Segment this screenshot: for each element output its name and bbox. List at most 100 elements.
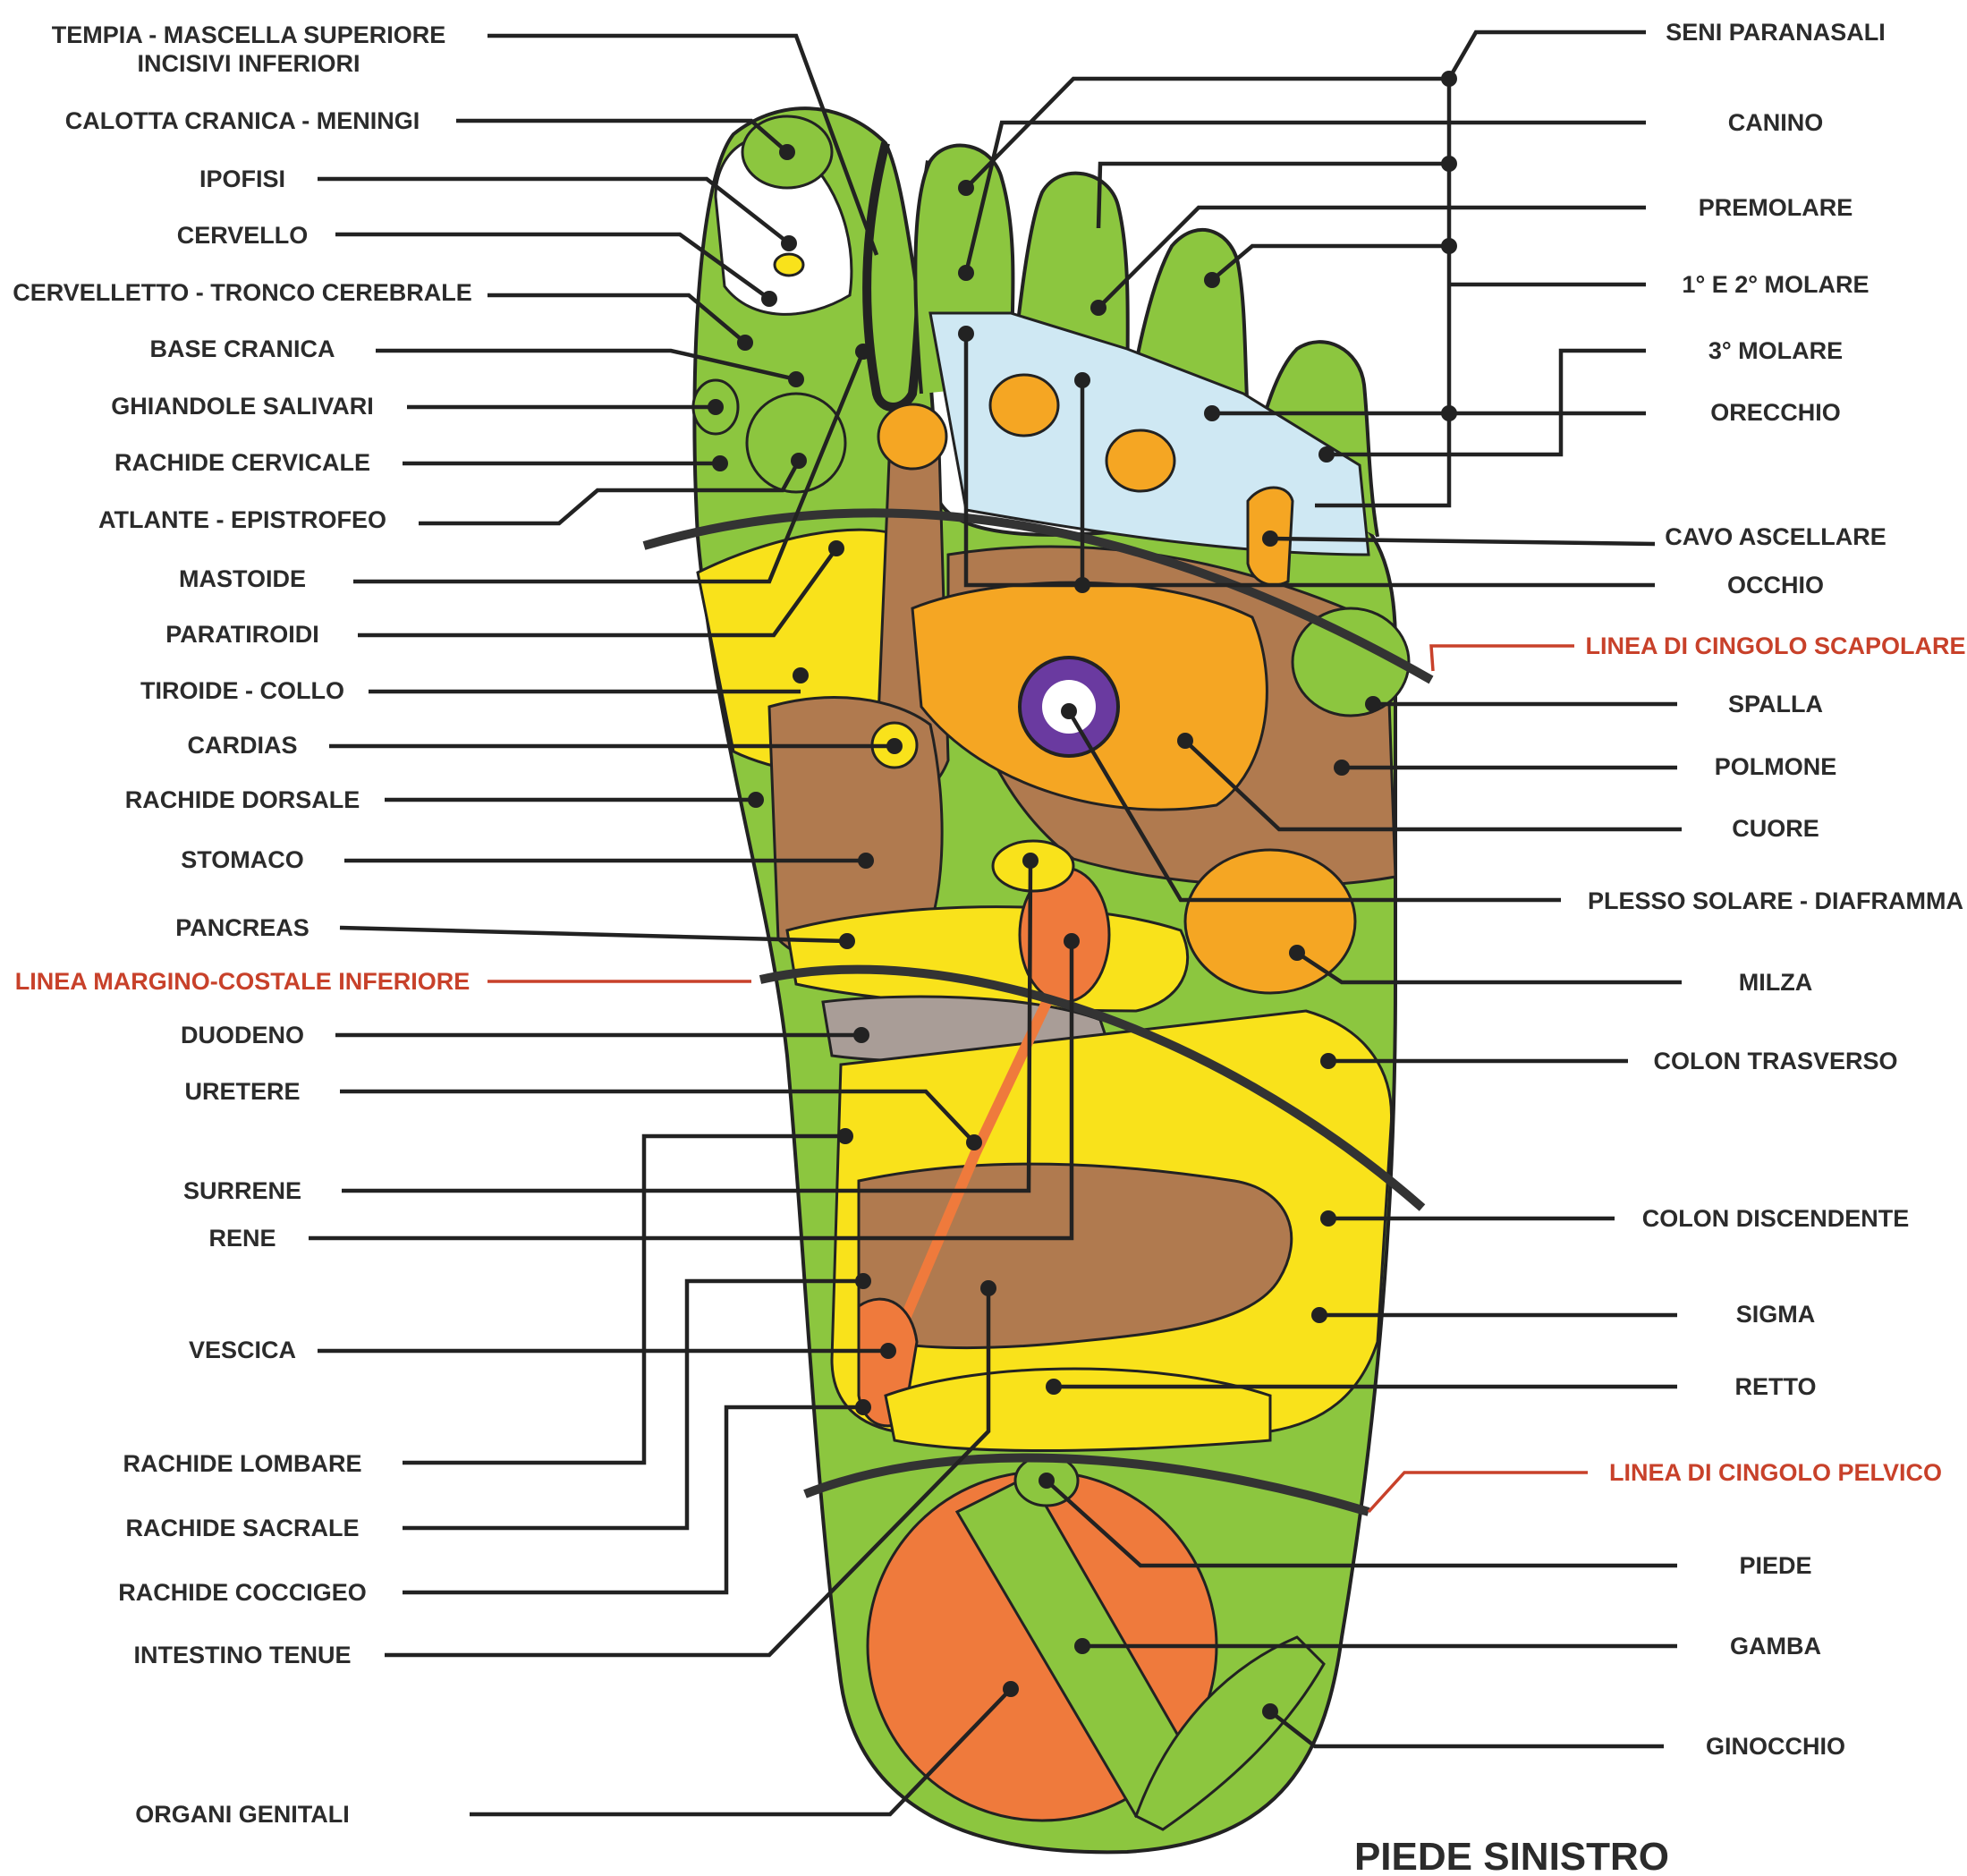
label-gamba: GAMBA xyxy=(1730,1633,1821,1660)
label-molare-12: 1° E 2° MOLARE xyxy=(1682,271,1869,298)
dot-piede xyxy=(1039,1473,1055,1489)
dot-rene xyxy=(1064,933,1080,949)
label-seni: SENI PARANASALI xyxy=(1666,19,1886,46)
dot-plesso xyxy=(1061,703,1077,719)
left-labels: TEMPIA - MASCELLA SUPERIORE INCISIVI INF… xyxy=(13,21,472,1828)
leader-ginocchio xyxy=(1270,1711,1664,1746)
label-uretere: URETERE xyxy=(184,1078,300,1105)
dot-base-cranica xyxy=(788,371,804,387)
dot-molare12-j xyxy=(1441,238,1457,254)
dot-ipofisi xyxy=(781,235,797,251)
label-premolare: PREMOLARE xyxy=(1699,194,1853,221)
dot-spalla xyxy=(1365,696,1381,712)
dot-seni xyxy=(958,180,974,196)
dot-vescica xyxy=(880,1343,896,1359)
hypophysis-zone xyxy=(775,254,803,276)
dot-polmone xyxy=(1334,760,1350,776)
label-calotta: CALOTTA CRANICA - MENINGI xyxy=(65,107,420,134)
label-base-cranica: BASE CRANICA xyxy=(149,335,335,362)
dot-cervicale xyxy=(712,455,728,471)
label-colon-trasverso: COLON TRASVERSO xyxy=(1653,1048,1897,1074)
dot-ascellare xyxy=(1262,531,1278,547)
dot-milza xyxy=(1289,945,1305,961)
label-milza: MILZA xyxy=(1739,969,1812,996)
label-polmone: POLMONE xyxy=(1715,753,1837,780)
label-cardias: CARDIAS xyxy=(187,732,297,759)
dot-molare12 xyxy=(1204,272,1220,288)
dot-cardias xyxy=(886,738,903,754)
dot-coccigeo xyxy=(855,1399,871,1415)
premolar-zone xyxy=(990,375,1058,436)
label-paratiroidi: PARATIROIDI xyxy=(165,621,319,648)
dot-molare3 xyxy=(1318,446,1335,463)
label-ipofisi: IPOFISI xyxy=(199,166,285,192)
label-molare-3: 3° MOLARE xyxy=(1708,337,1843,364)
dot-pancreas xyxy=(839,933,855,949)
dot-colon-disc xyxy=(1320,1210,1336,1227)
label-coccigeo: RACHIDE COCCIGEO xyxy=(118,1579,367,1606)
label-incisivi: INCISIVI INFERIORI xyxy=(137,50,360,77)
label-tempia: TEMPIA - MASCELLA SUPERIORE xyxy=(52,21,446,48)
label-tiroide: TIROIDE - COLLO xyxy=(140,677,344,704)
dot-dorsale xyxy=(748,792,764,808)
label-occhio: OCCHIO xyxy=(1727,572,1824,598)
rectum-zone xyxy=(886,1369,1270,1451)
leader-molare12 xyxy=(1212,246,1646,284)
label-sacrale: RACHIDE SACRALE xyxy=(125,1515,359,1541)
label-retto: RETTO xyxy=(1734,1373,1816,1400)
dot-cervello xyxy=(761,291,777,307)
dot-seni-junction xyxy=(1441,71,1457,87)
dot-lombare xyxy=(837,1128,853,1144)
dot-duodeno xyxy=(853,1027,869,1043)
leader-sacrale xyxy=(403,1281,863,1528)
label-orecchio: ORECCHIO xyxy=(1710,399,1841,426)
label-dorsale: RACHIDE DORSALE xyxy=(125,786,360,813)
dot-retto xyxy=(1046,1379,1062,1395)
dot-stomaco xyxy=(858,853,874,869)
label-genitali: ORGANI GENITALI xyxy=(135,1801,350,1828)
dot-colon-trasverso xyxy=(1320,1053,1336,1069)
molar-zone xyxy=(1106,430,1174,491)
right-labels: SENI PARANASALI CANINO PREMOLARE 1° E 2°… xyxy=(1585,19,1965,1760)
label-vescica: VESCICA xyxy=(189,1337,296,1363)
dot-premolare xyxy=(1090,300,1106,316)
spleen-zone xyxy=(1185,850,1355,993)
dot-sigma xyxy=(1311,1307,1327,1323)
dot-occhio-2 xyxy=(1074,372,1090,388)
dot-genitali xyxy=(1003,1681,1019,1697)
label-cingolo-scapolare: LINEA DI CINGOLO SCAPOLARE xyxy=(1585,632,1965,659)
label-atlante: ATLANTE - EPISTROFEO xyxy=(98,506,386,533)
dot-sacrale xyxy=(855,1273,871,1289)
dot-tenue xyxy=(980,1280,996,1296)
label-duodeno: DUODENO xyxy=(181,1022,304,1048)
leader-pelvico xyxy=(1369,1473,1588,1512)
dot-uretere xyxy=(966,1134,982,1150)
label-plesso: PLESSO SOLARE - DIAFRAMMA xyxy=(1588,887,1963,914)
label-sigma: SIGMA xyxy=(1736,1301,1816,1328)
atlas-zone xyxy=(747,394,845,492)
dot-paratiroidi xyxy=(828,540,844,556)
label-margino-costale: LINEA MARGINO-COSTALE INFERIORE xyxy=(15,968,471,995)
label-mastoide: MASTOIDE xyxy=(179,565,306,592)
dot-atlante xyxy=(791,453,807,469)
label-tenue: INTESTINO TENUE xyxy=(133,1642,351,1668)
dot-gamba xyxy=(1074,1638,1090,1654)
cervical-column-top xyxy=(878,404,946,469)
label-salivari: GHIANDOLE SALIVARI xyxy=(111,393,374,420)
label-ginocchio: GINOCCHIO xyxy=(1706,1733,1845,1760)
dot-occhio xyxy=(958,326,974,342)
label-lombare: RACHIDE LOMBARE xyxy=(123,1450,362,1477)
dot-tiroide xyxy=(793,667,809,683)
leader-molare3 xyxy=(1327,351,1646,454)
dot-calotta xyxy=(779,144,795,160)
label-spalla: SPALLA xyxy=(1728,691,1823,717)
dot-mastoide xyxy=(855,344,871,360)
dot-salivari xyxy=(708,399,724,415)
label-colon-discendente: COLON DISCENDENTE xyxy=(1642,1205,1910,1232)
dot-cuore xyxy=(1177,733,1193,749)
label-ascellare: CAVO ASCELLARE xyxy=(1665,523,1886,550)
label-cuore: CUORE xyxy=(1732,815,1819,842)
label-cervelletto: CERVELLETTO - TRONCO CEREBRALE xyxy=(13,279,472,306)
dot-occhio-j xyxy=(1074,577,1090,593)
